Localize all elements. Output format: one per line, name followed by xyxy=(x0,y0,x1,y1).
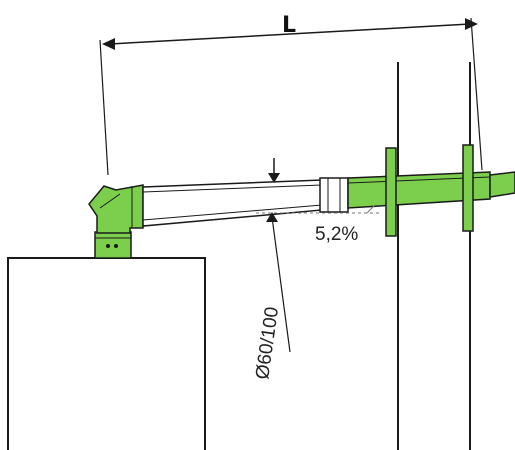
wall xyxy=(397,62,471,450)
elbow-fitting xyxy=(88,184,144,234)
length-label: L xyxy=(282,13,296,38)
boiler-unit xyxy=(7,257,206,450)
diameter-indicator xyxy=(266,158,291,353)
diameter-label: Ø60/100 xyxy=(252,306,283,381)
extension-pipe xyxy=(142,179,323,227)
wall-rosettes xyxy=(385,144,474,237)
slope-label: 5,2% xyxy=(315,224,358,245)
terminal-pipe xyxy=(347,171,515,209)
pipe-coupling xyxy=(319,177,349,213)
length-dimension xyxy=(99,17,483,176)
boiler-flue-adapter xyxy=(94,231,132,259)
slope-tick xyxy=(366,204,376,214)
